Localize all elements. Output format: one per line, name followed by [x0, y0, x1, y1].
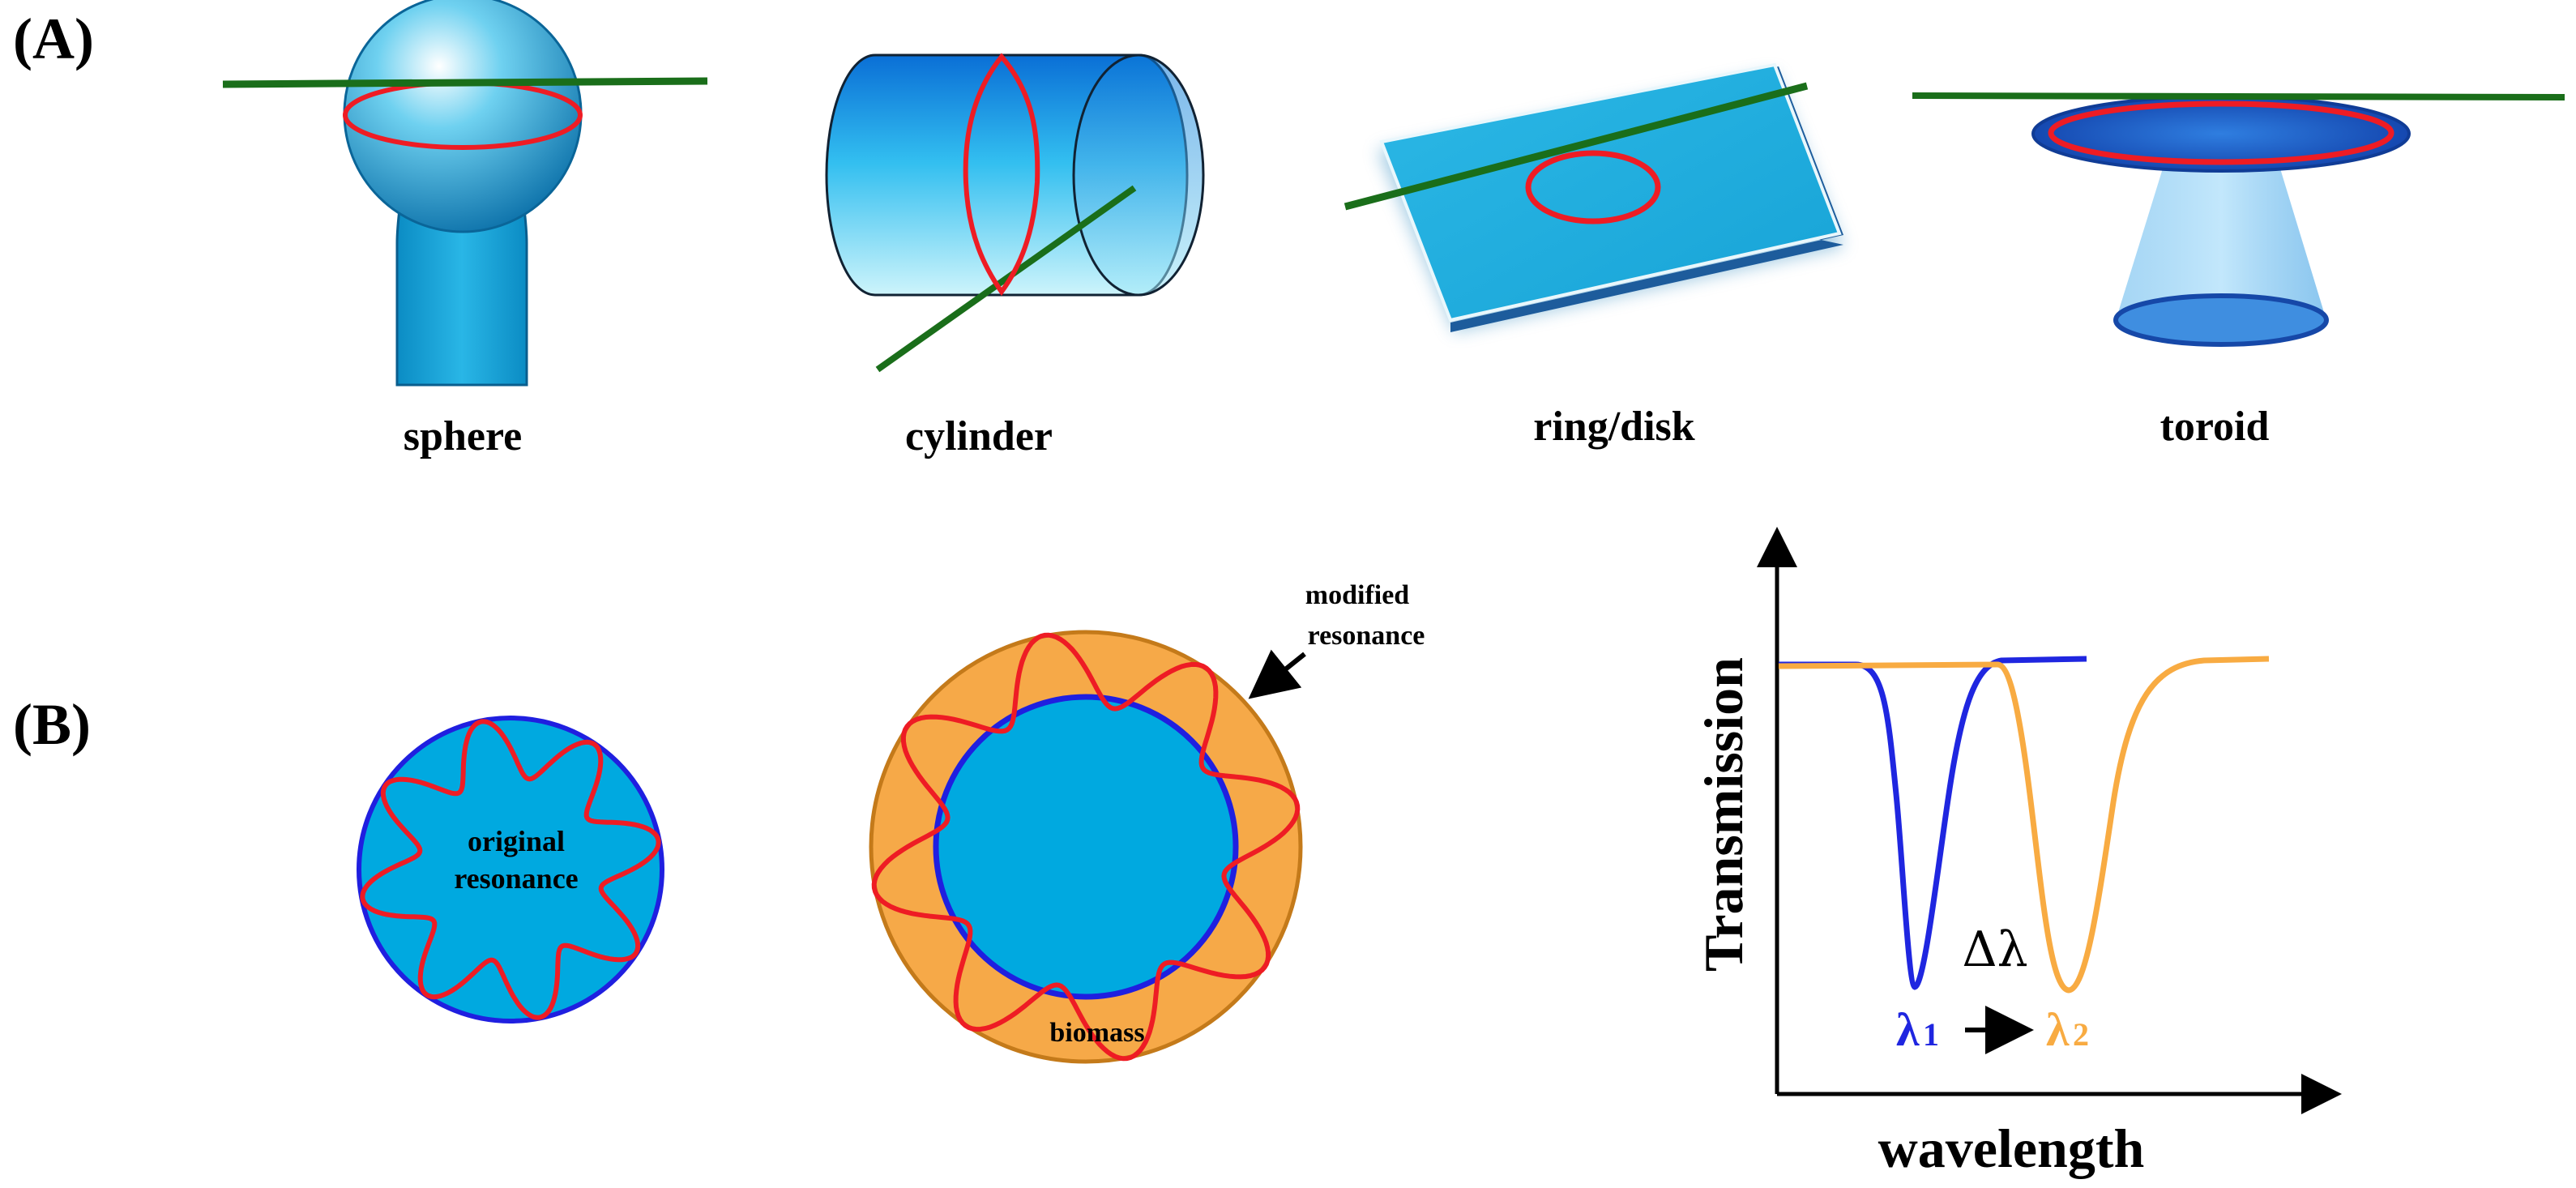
toroid-pillar: [2117, 158, 2326, 318]
geometry-label-toroid: toroid: [2160, 404, 2270, 450]
lambda2-sub: 2: [2073, 1016, 2089, 1053]
modified-inner-disk: [933, 694, 1239, 1000]
biomass-label: biomass: [1049, 1018, 1144, 1048]
original-label-line1: original: [468, 825, 565, 857]
sphere-waveguide: [222, 77, 708, 88]
modified-pointer-arrow: [1248, 649, 1306, 699]
x-axis-label: wavelength: [1878, 1117, 2145, 1179]
toroid-resonance-ring: [2048, 100, 2394, 165]
blue-resonance-curve: [1779, 656, 2087, 990]
original-disk: [357, 716, 664, 1023]
cylinder-device: [825, 53, 1205, 373]
geometry-label-sphere: sphere: [404, 413, 522, 459]
delta-lambda-label: Δλ: [1962, 921, 2027, 978]
original-resonance-wave: [360, 719, 661, 1020]
geometry-label-ring: ring/disk: [1533, 404, 1694, 450]
geometry-label-cylinder: cylinder: [905, 413, 1053, 459]
sphere-body: [343, 0, 583, 233]
ring-slab-top: [1379, 62, 1842, 323]
sphere-device: [222, 0, 708, 387]
lambda1-sub: 1: [1923, 1016, 1939, 1053]
modified-label-line1: modified: [1305, 580, 1410, 610]
y-axis-label: Transmission: [1693, 657, 1754, 972]
modified-resonator: biomass modified resonance: [869, 580, 1425, 1064]
toroid-device: [1912, 92, 2565, 347]
cylinder-waveguide: [875, 185, 1137, 373]
ring-device: [1344, 62, 1843, 332]
ring-resonator: [1525, 150, 1661, 224]
toroid-waveguide: [1912, 92, 2565, 100]
original-label-line2: resonance: [454, 862, 578, 895]
ring-waveguide: [1344, 82, 1809, 211]
lambda1-symbol: λ: [1896, 1003, 1920, 1056]
lambda1-label: λ 1: [1896, 1003, 1939, 1056]
lambda2-label: λ 2: [2046, 1003, 2089, 1056]
original-resonator: original resonance: [357, 716, 664, 1023]
modified-label-line2: resonance: [1308, 621, 1425, 651]
panel-label-a: (A): [13, 6, 94, 71]
cylinder-resonance-loop: [963, 53, 1040, 297]
toroid-pillar-base: [2113, 293, 2329, 347]
cylinder-cap: [1072, 53, 1205, 297]
modified-resonance-wave: [871, 632, 1301, 1062]
panel-label-b: (B): [13, 692, 91, 757]
lambda2-symbol: λ: [2046, 1003, 2070, 1056]
spectrum-plot: Transmission wavelength Δλ λ 1 λ 2: [1693, 527, 2342, 1179]
orange-resonance-curve: [1778, 656, 2270, 994]
